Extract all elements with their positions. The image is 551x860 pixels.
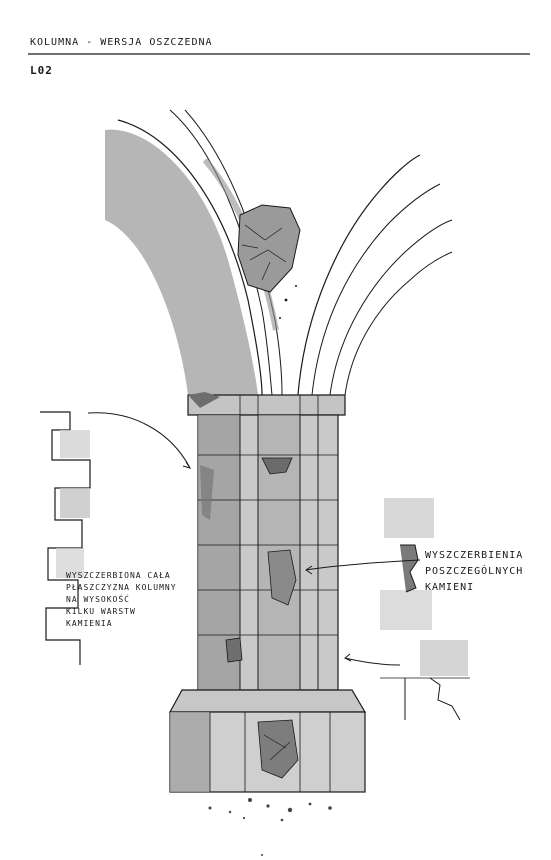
vault-damage xyxy=(237,204,301,293)
note-left: WYSZCZERBIONA CAŁA PŁASZCZYZNA KOLUMNY N… xyxy=(66,570,181,630)
note-left-line: KAMIENIA xyxy=(66,619,113,628)
arch-rib-1 xyxy=(117,119,263,396)
page-number: L02 xyxy=(30,64,53,77)
note-left-line: NA WYSOKOŚĆ xyxy=(66,595,130,604)
left-arch-shading xyxy=(105,129,258,395)
right-rib-1 xyxy=(297,154,421,396)
note-right-line: POSZCZEGÓLNYCH xyxy=(425,566,524,577)
note-right: WYSZCZERBIENIA POSZCZEGÓLNYCH KAMIENI xyxy=(425,548,550,596)
right-rib-3 xyxy=(329,219,453,396)
stone-courses xyxy=(198,454,338,636)
sketch-title: KOLUMNA - WERSJA OSZCZEDNA xyxy=(30,37,213,48)
note-left-line: PŁASZCZYZNA KOLUMNY xyxy=(66,583,177,592)
right-wall-detail xyxy=(380,498,470,721)
annotation-arrows xyxy=(87,412,421,666)
right-rib-4 xyxy=(344,251,453,396)
base-plinth-top xyxy=(168,689,367,713)
rubble xyxy=(208,798,332,856)
right-rib-2 xyxy=(311,183,441,396)
capital-shadow xyxy=(188,392,220,408)
note-left-line: KILKU WARSTW xyxy=(66,607,136,616)
note-right-line: WYSZCZERBIENIA xyxy=(425,550,524,561)
left-wall-detail xyxy=(40,411,91,665)
note-left-line: WYSZCZERBIONA CAŁA xyxy=(66,571,171,580)
capital-block xyxy=(187,394,346,416)
chip-2 xyxy=(267,549,297,606)
note-right-line: KAMIENI xyxy=(425,582,475,593)
vault-cracks xyxy=(241,224,287,281)
chip-3 xyxy=(225,637,243,663)
chip-4 xyxy=(200,465,214,520)
chip-1 xyxy=(261,457,293,475)
base-damage xyxy=(257,719,299,779)
